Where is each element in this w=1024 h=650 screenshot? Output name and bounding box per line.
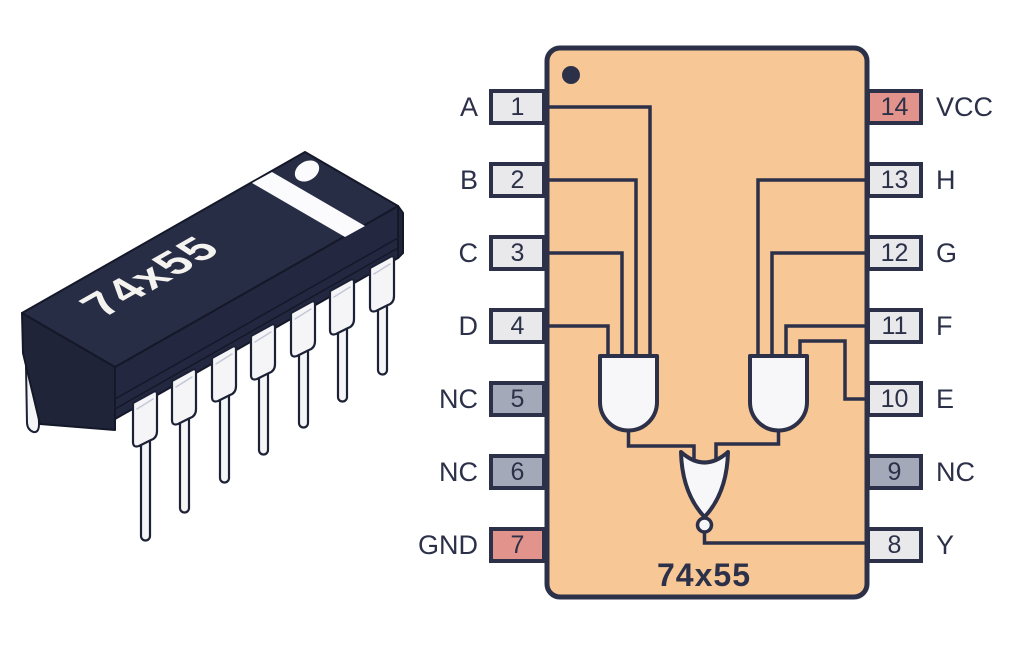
pin-label-2: B: [459, 165, 478, 195]
wire-pin12-g: [770, 251, 866, 360]
pinout-diagram: 74x55: [544, 45, 870, 600]
pin-label-12: G: [936, 238, 958, 268]
gates: [598, 354, 809, 534]
pin-box-13: 13: [866, 162, 923, 198]
wire-and1-to-nor: [626, 424, 696, 460]
package-index-dot: [294, 160, 320, 182]
inverter-bubble: [695, 516, 714, 534]
dip-3d-illustration: 74x55: [21, 151, 404, 542]
pin-label-4: D: [458, 311, 479, 341]
pin-box-8: 8: [866, 527, 923, 563]
pin-box-1: 1: [489, 89, 546, 125]
mold-seam-line: [114, 247, 399, 410]
front-pin: [170, 368, 198, 514]
front-pins: [131, 255, 396, 542]
pin-box-11: 11: [866, 308, 923, 344]
pin-box-12: 12: [866, 235, 923, 271]
pin-label-3: C: [458, 238, 479, 268]
front-pin: [368, 255, 396, 376]
pin-box-3: 3: [489, 235, 546, 271]
wire-pin13-h: [756, 178, 866, 360]
pin-label-1: A: [459, 92, 478, 122]
pin-label-9: NC: [936, 457, 975, 487]
front-pin: [249, 323, 277, 456]
wire-pin1-a: [547, 105, 652, 360]
pin-label-10: E: [936, 384, 955, 414]
wire-pin11-f: [784, 324, 866, 360]
mold-seam-line: [114, 237, 399, 400]
ic-label: 74x55: [657, 557, 751, 593]
pin-box-4: 4: [489, 308, 546, 344]
package-right-sliver: [397, 205, 404, 259]
pin-box-6: 6: [489, 454, 546, 490]
pin-box-10: 10: [866, 381, 923, 417]
pin-box-9: 9: [866, 454, 923, 490]
wire-pin10-e: [798, 339, 866, 401]
package-stripe: [252, 172, 365, 237]
pin-label-13: H: [936, 165, 956, 195]
pin-box-2: 2: [489, 162, 546, 198]
wire-pin4-d: [547, 324, 610, 360]
wire-pin2-b: [547, 178, 638, 360]
and-gate-2: [748, 354, 809, 433]
front-pin: [131, 390, 159, 542]
wire-pin3-c: [547, 251, 624, 360]
wires: [547, 105, 866, 545]
pin-label-7: GND: [418, 530, 478, 560]
pin-box-5: 5: [489, 381, 546, 417]
front-pin: [328, 278, 356, 403]
pin-label-11: F: [936, 311, 953, 341]
pin-label-8: Y: [936, 530, 955, 560]
pin-box-14: 14: [866, 89, 923, 125]
nor-gate: [679, 450, 730, 519]
pin-box-7: 7: [489, 527, 546, 563]
and-gate-1: [598, 354, 659, 433]
pin-label-14: VCC: [936, 92, 994, 122]
wire-and2-to-nor: [714, 424, 781, 460]
pin-label-6: NC: [439, 457, 478, 487]
pin-label-5: NC: [439, 384, 478, 414]
front-pin: [210, 345, 238, 484]
front-pin: [289, 300, 317, 429]
pin1-index-dot: [562, 66, 580, 84]
